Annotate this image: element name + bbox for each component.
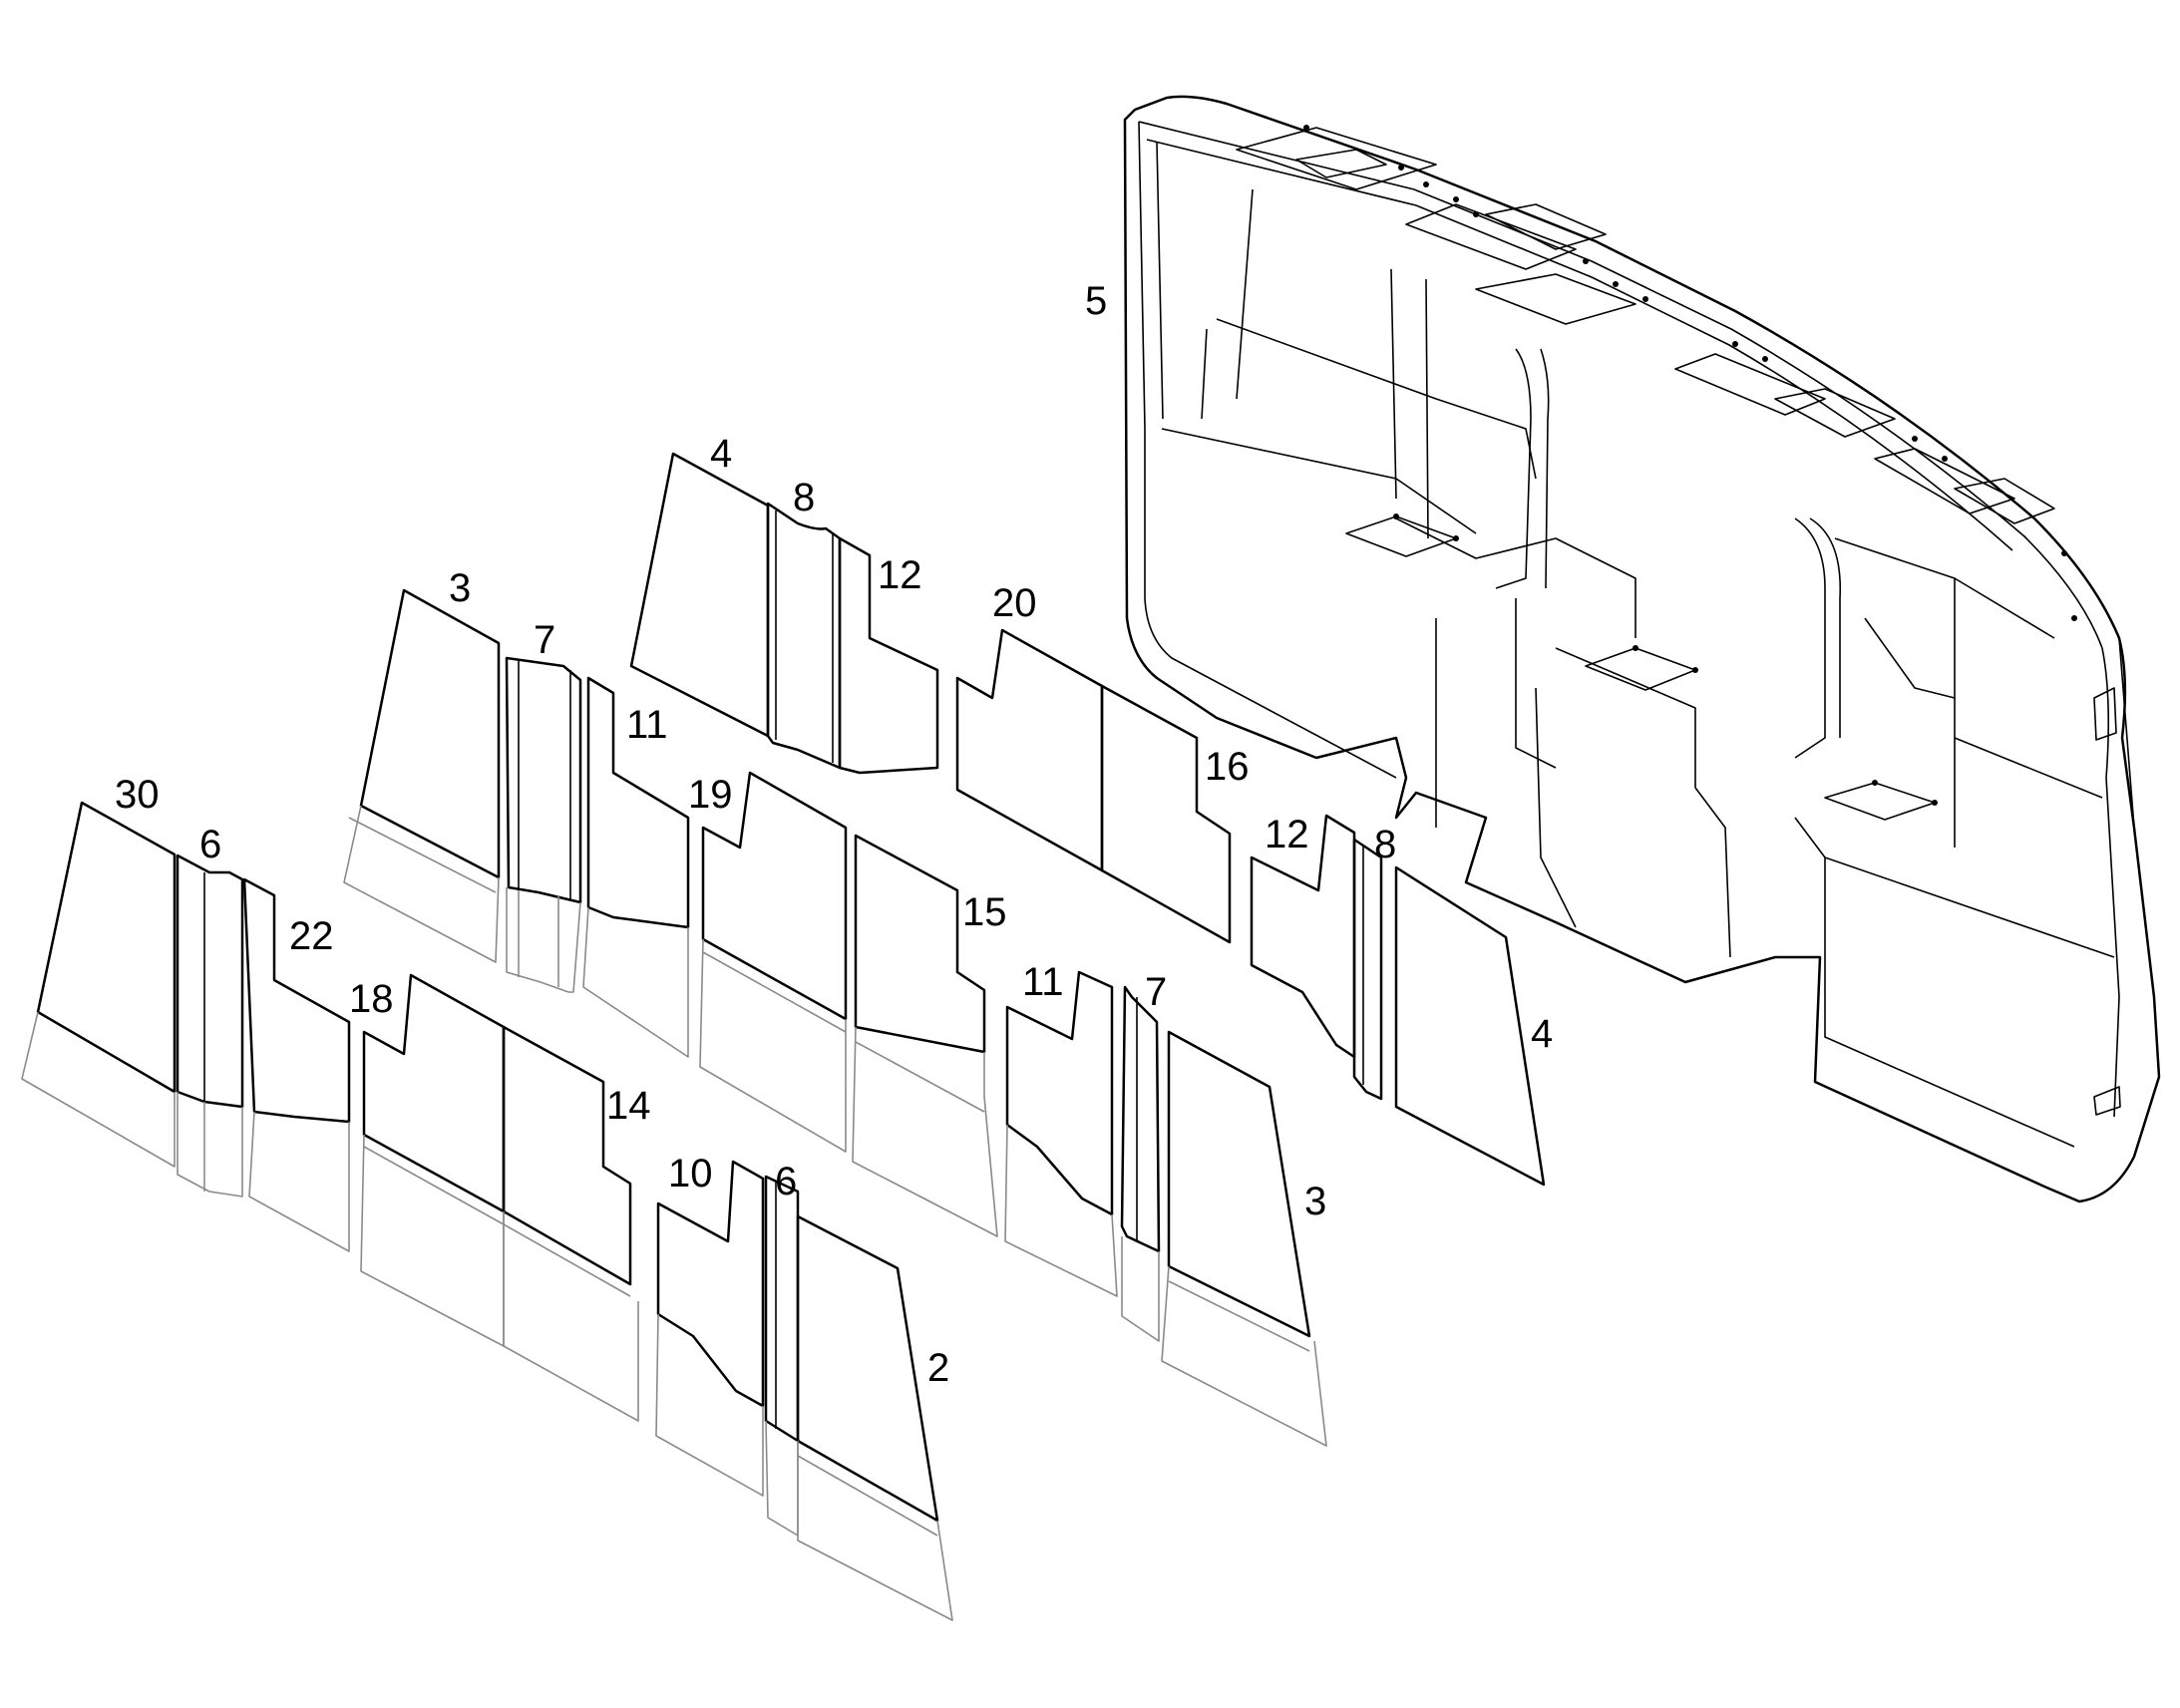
label-part-20: 20: [992, 581, 1037, 625]
panel-4-back-left: [629, 452, 770, 738]
panel-19: [699, 771, 848, 1153]
label-part-8-back-left: 8: [793, 476, 815, 519]
panel-16: [1100, 684, 1232, 944]
panel-11-mid-right: [1004, 970, 1118, 1297]
label-part-18: 18: [349, 977, 394, 1021]
label-part-3-mid-left: 3: [449, 566, 471, 610]
label-part-19: 19: [688, 773, 733, 817]
label-part-16: 16: [1205, 745, 1250, 789]
panel-20: [955, 628, 1104, 872]
label-part-14: 14: [606, 1084, 651, 1128]
panel-18: [360, 973, 506, 1347]
panel-15: [852, 834, 998, 1237]
label-part-11-mid-right: 11: [1022, 960, 1064, 1004]
panel-7-mid-left: [505, 656, 582, 993]
panel-3-mid-left: [343, 588, 501, 963]
label-part-12-back-right: 12: [1265, 813, 1309, 856]
panel-2: [796, 1214, 953, 1621]
panel-4-back-right: [1394, 865, 1546, 1187]
panel-8-back-right: [1352, 838, 1383, 1101]
panel-10: [655, 1160, 765, 1497]
label-part-11-mid-left: 11: [626, 703, 668, 747]
label-part-6-front-left: 6: [199, 823, 221, 866]
panel-12-back-left: [838, 536, 939, 775]
panel-22: [242, 877, 351, 1252]
label-part-15: 15: [962, 890, 1007, 934]
label-part-22: 22: [289, 914, 334, 958]
label-part-10: 10: [668, 1152, 713, 1196]
label-part-7-mid-right: 7: [1145, 970, 1167, 1014]
label-part-2: 2: [927, 1346, 949, 1390]
panel-7-mid-right: [1120, 985, 1161, 1342]
label-part-7-mid-left: 7: [534, 618, 555, 662]
label-part-4-back-right: 4: [1531, 1012, 1553, 1056]
panel-11-mid-left: [582, 676, 690, 1058]
panel-6-front-left: [176, 854, 244, 1197]
label-part-6-front-right: 6: [775, 1160, 797, 1203]
label-part-8-back-right: 8: [1374, 823, 1396, 866]
panel-30: [21, 801, 177, 1168]
label-part-30: 30: [115, 773, 160, 817]
label-part-3-mid-right: 3: [1304, 1180, 1326, 1223]
panel-8-back-left: [766, 502, 842, 770]
panel-3-mid-right: [1161, 1030, 1327, 1447]
panel-6-front-right: [764, 1175, 800, 1537]
panel-14: [502, 1025, 639, 1422]
part-labels: 5 4 8 12 20 3 7 11 19 16 12 8 30 6 22 15…: [115, 279, 1553, 1390]
cab-frame-assembly: [1123, 95, 2161, 1203]
label-part-4-back-left: 4: [710, 432, 732, 476]
label-part-5: 5: [1085, 279, 1107, 323]
label-part-12-back-left: 12: [878, 553, 922, 597]
